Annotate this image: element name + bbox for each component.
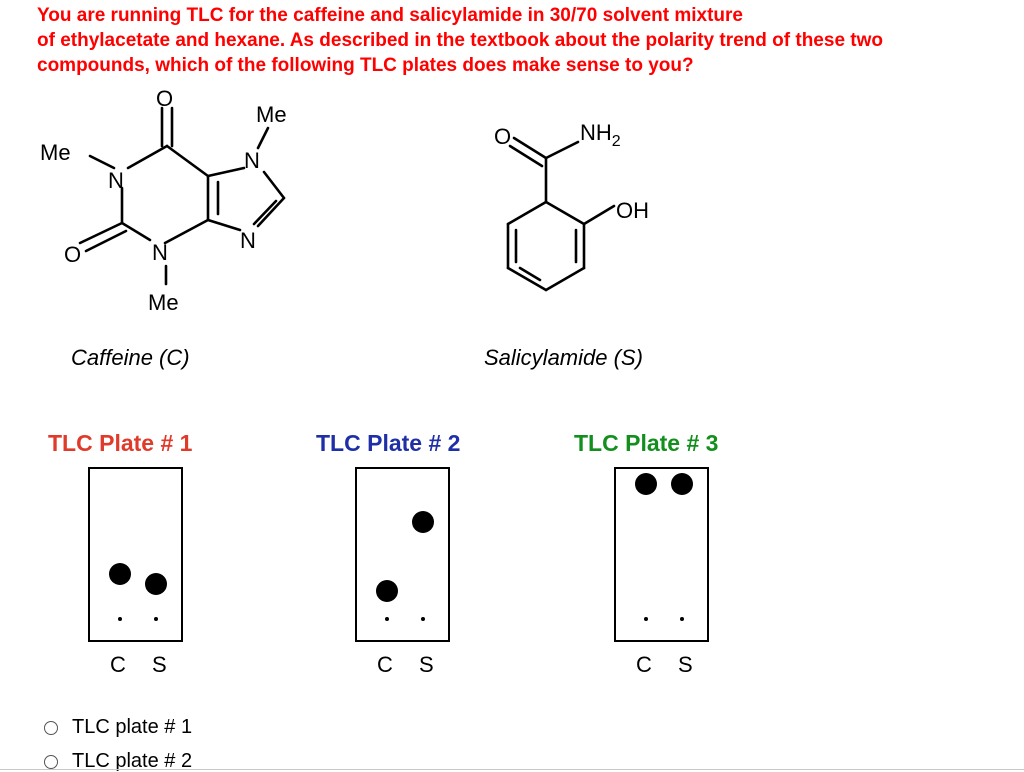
- question-line-3: compounds, which of the following TLC pl…: [37, 55, 694, 76]
- plate-3-spot-s: [671, 473, 693, 496]
- salicylamide-structure: O NH2 OH: [494, 120, 649, 292]
- option-plate-1-radio[interactable]: [44, 720, 58, 735]
- plate-1-title: TLC Plate # 1: [48, 430, 193, 456]
- plate-2-spot-s: [412, 511, 434, 534]
- plate-2-lane-labels: C S: [377, 652, 444, 677]
- plate-1-lane-labels: C S: [110, 652, 177, 677]
- plate-3: [614, 467, 709, 642]
- plate-2: [355, 467, 450, 642]
- option-plate-2-label: TLC plate # 2: [72, 750, 193, 772]
- option-plate-1-label: TLC plate # 1: [72, 716, 193, 738]
- caffeine-n7-label: N: [244, 148, 260, 173]
- plate-2-origin-s: [421, 617, 425, 621]
- bottom-divider: [0, 769, 1024, 770]
- caffeine-o-top-label: O: [156, 88, 173, 111]
- salicylamide-o-label: O: [494, 124, 511, 149]
- caffeine-caption: Caffeine (C): [71, 345, 190, 370]
- plate-3-origin-c: [644, 617, 648, 621]
- option-plate-2[interactable]: TLC plate # 2: [44, 750, 192, 772]
- question-text: You are running TLC for the caffeine and…: [37, 3, 1017, 78]
- caffeine-n3-label: N: [152, 240, 168, 265]
- caffeine-me-top-label: Me: [256, 102, 287, 127]
- plate-3-lane-labels: C S: [636, 652, 703, 677]
- question-line-1: You are running TLC for the caffeine and…: [37, 5, 743, 26]
- caffeine-structure: O Me N Me N N N O Me: [40, 88, 287, 315]
- option-plate-2-radio[interactable]: [44, 754, 58, 769]
- plate-1-origin-c: [118, 617, 122, 621]
- plate-3-origin-s: [680, 617, 684, 621]
- caffeine-me-bottom-label: Me: [148, 290, 179, 315]
- plate-3-title: TLC Plate # 3: [574, 430, 719, 456]
- salicylamide-oh-label: OH: [616, 198, 649, 223]
- plate-1: [88, 467, 183, 642]
- salicylamide-caption: Salicylamide (S): [484, 345, 643, 370]
- plate-1-origin-s: [154, 617, 158, 621]
- caffeine-n9-label: N: [240, 228, 256, 253]
- plate-1-spot-s: [145, 572, 167, 595]
- caffeine-n1-label: N: [108, 168, 124, 193]
- question-line-2: of ethylacetate and hexane. As described…: [37, 30, 884, 51]
- caffeine-me-left-label: Me: [40, 140, 71, 165]
- plate-2-origin-c: [385, 617, 389, 621]
- caffeine-o-left-label: O: [64, 242, 81, 267]
- salicylamide-nh2-label: NH2: [580, 120, 621, 150]
- plate-2-spot-c: [376, 579, 398, 602]
- plate-2-title: TLC Plate # 2: [316, 430, 461, 456]
- plate-1-spot-c: [109, 562, 131, 585]
- option-plate-1[interactable]: TLC plate # 1: [44, 716, 192, 739]
- plate-3-spot-c: [635, 473, 657, 496]
